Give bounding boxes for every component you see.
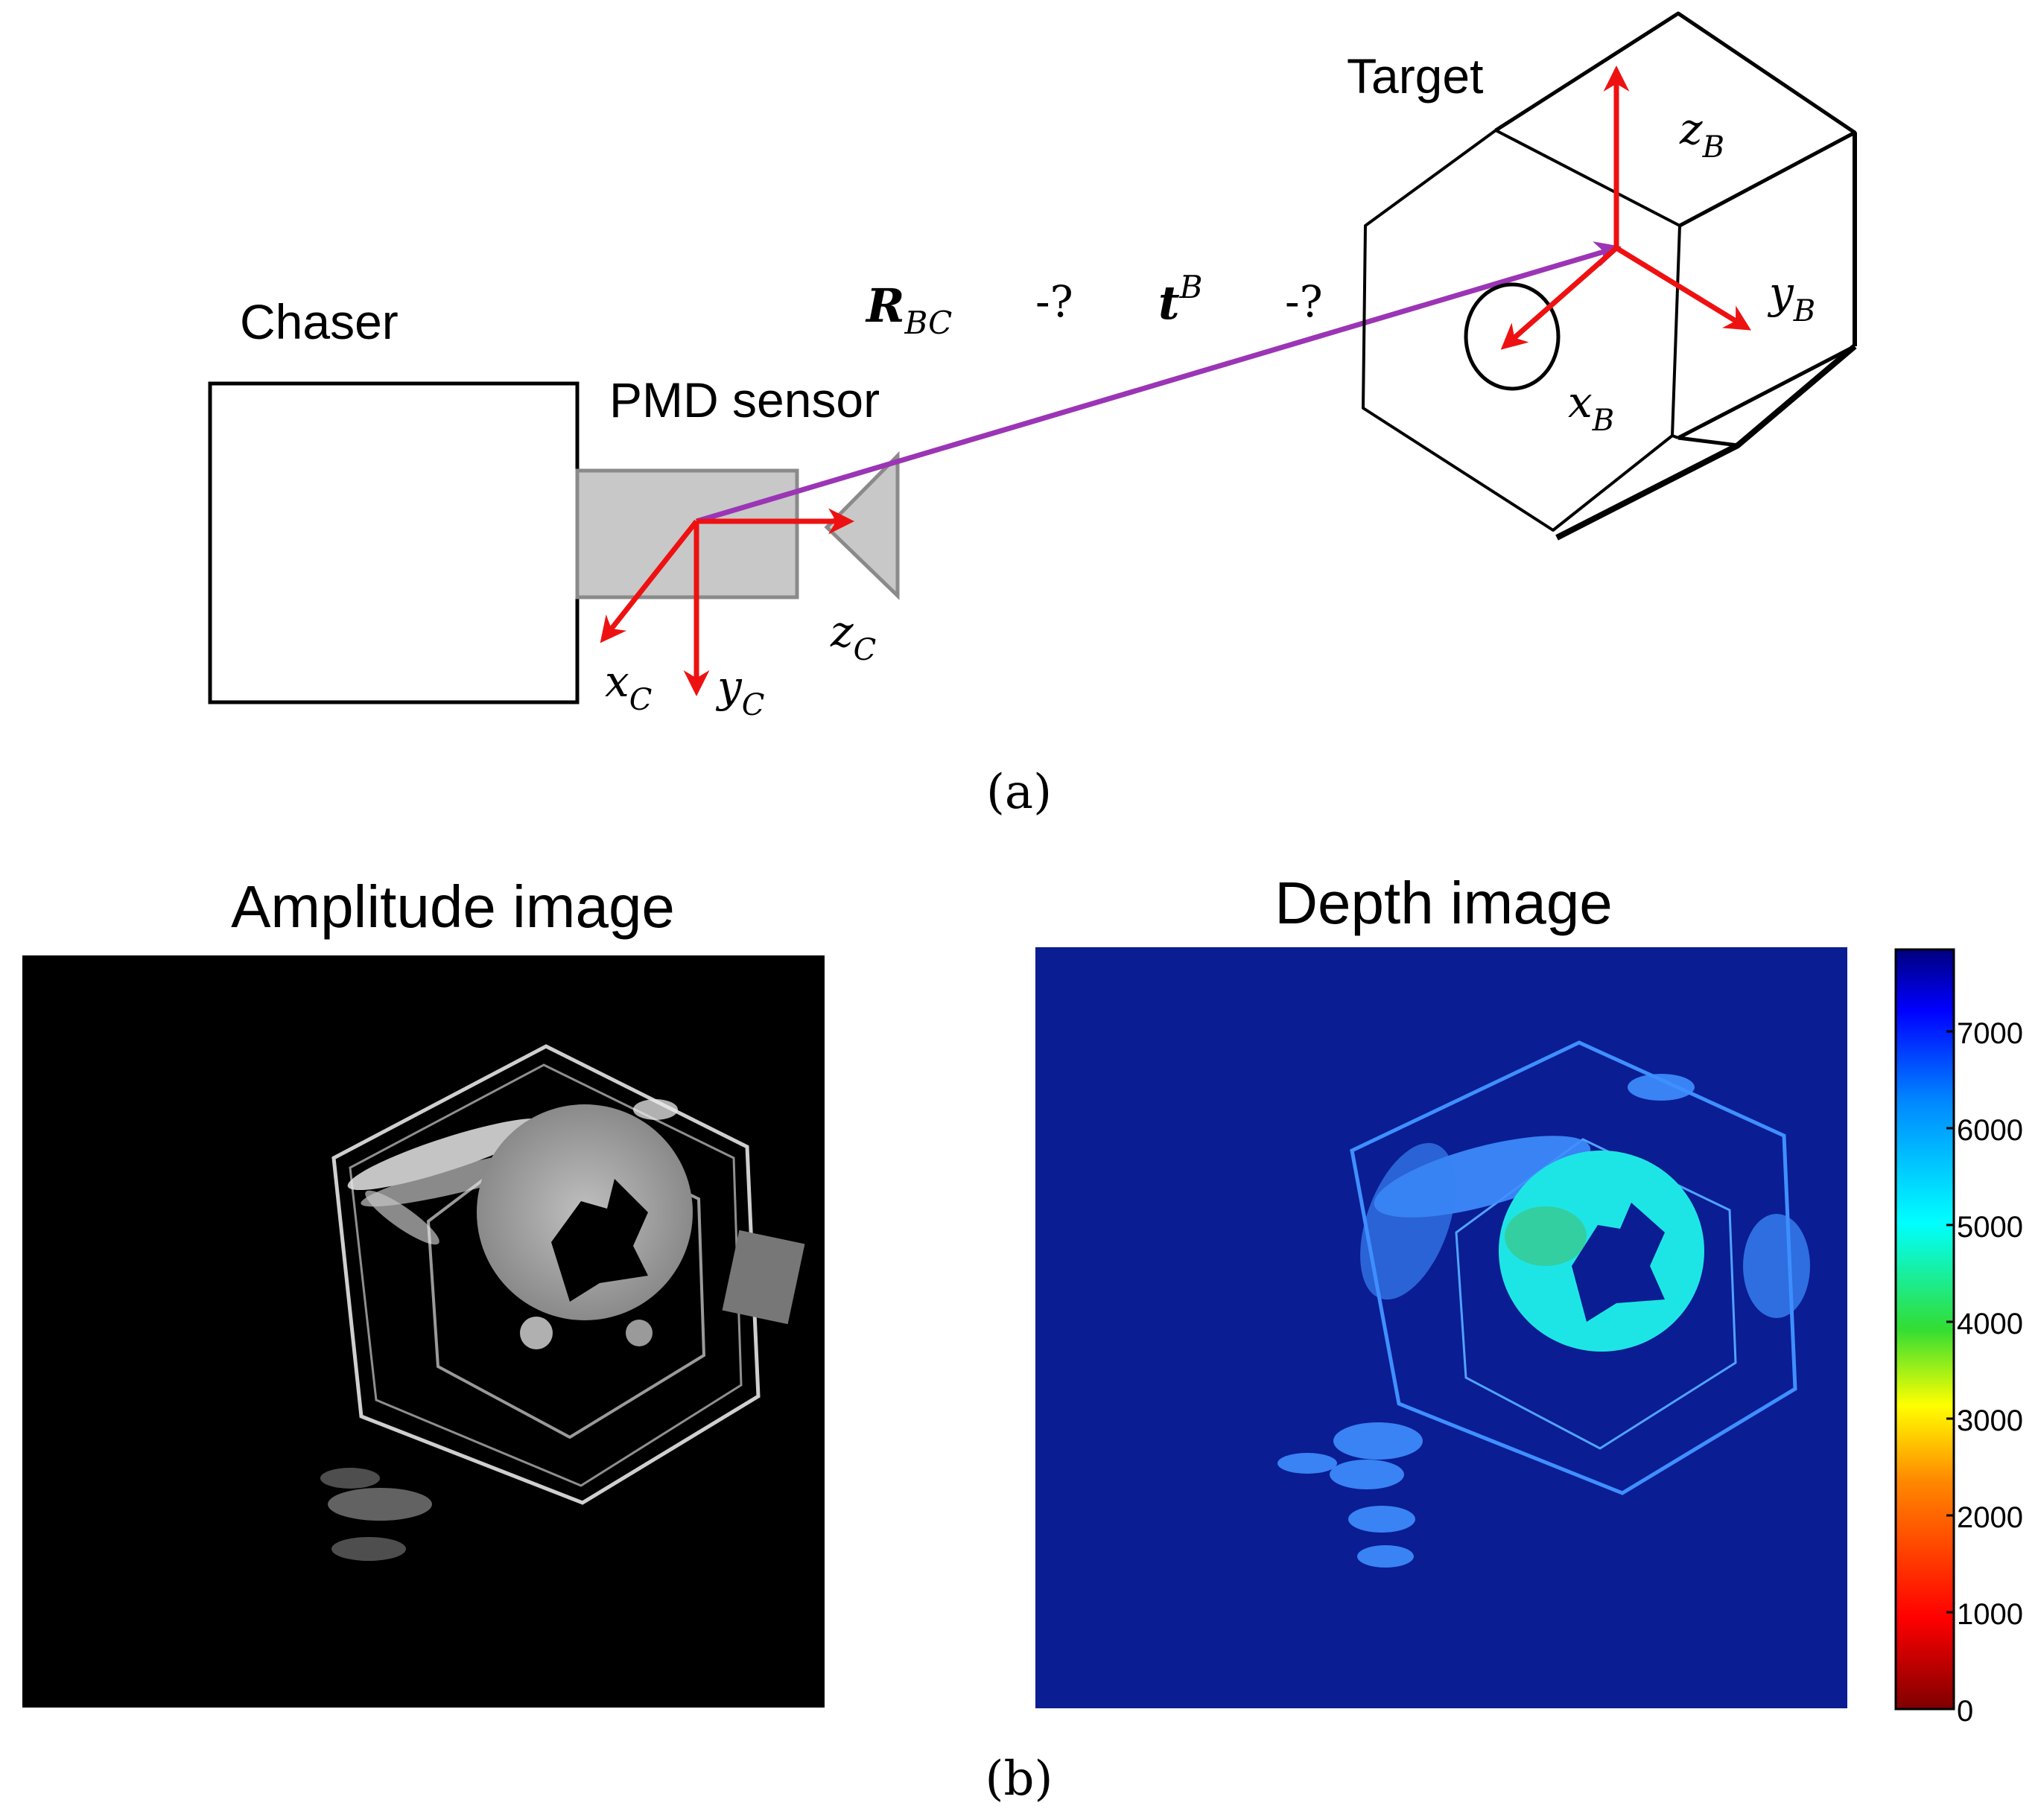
chaser-y-label: yC — [715, 661, 764, 722]
chaser-z-label: zC — [830, 606, 876, 667]
colorbar-tick-label: 3000 — [1957, 1404, 2023, 1437]
caption-b: (b) — [985, 1751, 1053, 1807]
depth-colorbar: 0 1000 2000 3000 4000 5000 6000 7000 — [1894, 948, 2023, 1728]
colorbar-tick-label: 7000 — [1957, 1017, 2023, 1050]
amplitude-image — [22, 955, 825, 1708]
target-body — [1362, 11, 1857, 541]
target-label: Target — [1347, 48, 1483, 104]
pmd-sensor-lens — [824, 451, 900, 600]
target-y-axis — [1615, 246, 1751, 331]
colorbar-tick-label: 2000 — [1957, 1501, 2023, 1534]
target-x-axis — [1500, 246, 1619, 350]
colorbar-tick-label: 1000 — [1957, 1598, 2023, 1631]
colorbar-tick-label: 5000 — [1957, 1211, 2023, 1244]
translation-vector — [696, 241, 1622, 524]
sensor-label: PMD sensor — [609, 372, 880, 427]
colorbar-gradient — [1894, 948, 1955, 1711]
panel-b: Amplitude image Depth image — [22, 870, 2023, 1807]
rotation-unknown: -? — [1035, 276, 1073, 327]
target-y-label: yB — [1767, 267, 1815, 328]
colorbar-tick-label: 6000 — [1957, 1114, 2023, 1147]
depth-image — [1035, 947, 1847, 1708]
colorbar-tick-label: 4000 — [1957, 1308, 2023, 1340]
target-x-label: xB — [1568, 377, 1614, 438]
amplitude-docking-ring — [477, 1104, 693, 1320]
chaser-x-label: xC — [605, 656, 652, 717]
target-docking-ring — [1464, 282, 1561, 391]
amplitude-title: Amplitude image — [231, 874, 675, 940]
translation-label: tB — [1158, 269, 1203, 330]
chaser-label: Chaser — [240, 294, 399, 349]
caption-a: (a) — [986, 765, 1052, 820]
depth-docking-ring — [1499, 1151, 1704, 1352]
colorbar-ticks: 0 1000 2000 3000 4000 5000 6000 7000 — [1946, 1017, 2023, 1728]
chaser-box — [208, 381, 580, 704]
depth-title: Depth image — [1274, 870, 1613, 936]
chaser-x-axis — [600, 519, 699, 643]
translation-unknown: -? — [1285, 276, 1323, 327]
panel-a: Chaser PMD sensor xC yC zC RBC -? tB -? — [208, 11, 1857, 820]
rotation-label: RBC — [865, 279, 952, 341]
colorbar-tick-label: 0 — [1957, 1695, 1973, 1728]
target-z-label: zB — [1679, 104, 1724, 165]
